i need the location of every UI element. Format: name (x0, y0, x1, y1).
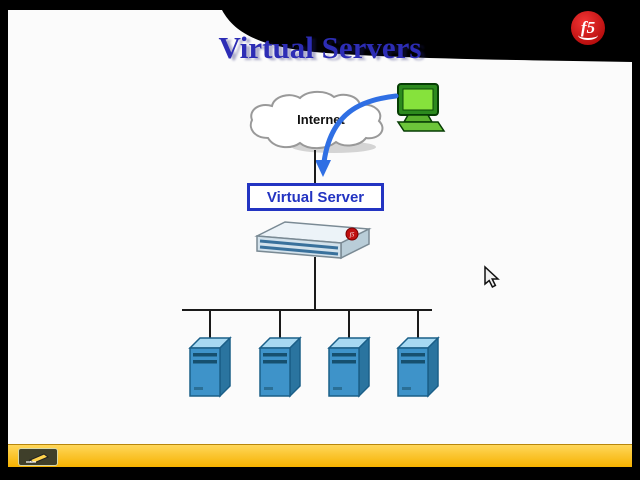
appliance-f5-badge: f5 (350, 232, 355, 239)
slide-canvas: Virtual Servers f5 Internet Virtual Serv… (8, 10, 632, 467)
network-bus-line (182, 309, 432, 311)
server-drop-line (279, 311, 281, 339)
f5-logo-text: f5 (580, 18, 596, 37)
slide-title: Virtual Servers (218, 30, 422, 65)
cloud-to-virtual-server-line (314, 150, 316, 183)
pen-tool-icon (26, 453, 49, 463)
client-pc-icon (396, 83, 446, 132)
server-drop-line (417, 311, 419, 339)
presenter-toolbar (8, 444, 632, 467)
server-tower-icon (184, 334, 236, 402)
mouse-cursor-icon (484, 265, 500, 289)
f5-logo-icon: f5 (571, 11, 605, 45)
internet-label: Internet (297, 111, 345, 127)
server-tower-icon (254, 334, 306, 402)
server-tower-icon (323, 334, 375, 402)
pen-tool-button[interactable] (18, 448, 58, 466)
top-swoosh-decoration (222, 10, 632, 62)
virtual-server-box: Virtual Server (247, 183, 384, 211)
virtual-server-label: Virtual Server (266, 188, 365, 206)
bigip-appliance-icon: f5 (254, 221, 372, 260)
server-drop-line (348, 311, 350, 339)
server-tower-icon (392, 334, 444, 402)
appliance-to-bus-line (314, 257, 316, 310)
server-drop-line (209, 311, 211, 339)
client-to-virtual-server-arrow-icon (315, 93, 399, 177)
